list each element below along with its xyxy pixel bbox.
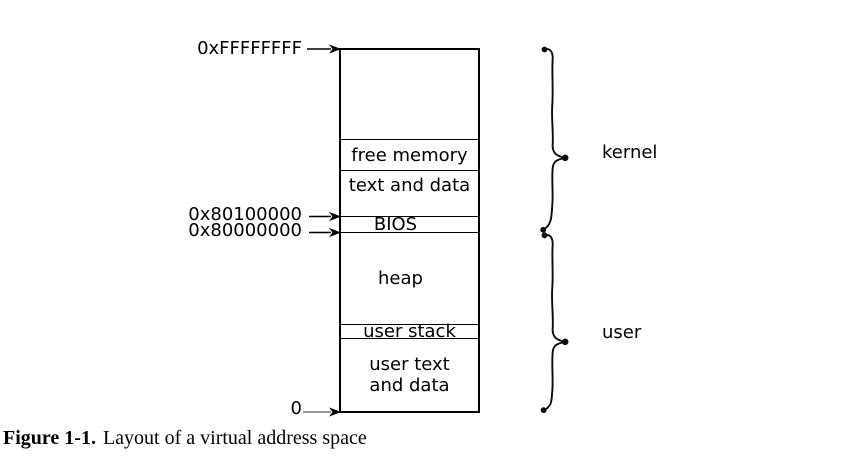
segment-free-memory-label: free memory bbox=[351, 144, 468, 166]
segment-user-text-and-data: user text and data bbox=[341, 339, 478, 411]
segment-heap: heap bbox=[341, 233, 478, 325]
segment-free-memory: free memory bbox=[341, 140, 478, 171]
arrow-0xffffffff-icon bbox=[307, 44, 341, 54]
caption-figure-number: Figure 1-1. bbox=[3, 427, 96, 449]
segment-text-and-data: text and data bbox=[341, 171, 478, 217]
segment-text-and-data-label: text and data bbox=[348, 175, 471, 196]
segment-unused bbox=[341, 50, 478, 140]
address-label-0xffffffff: 0xFFFFFFFF bbox=[197, 38, 302, 59]
memory-box: free memory text and data BIOS heap user… bbox=[339, 48, 480, 413]
figure-caption: Figure 1-1. Layout of a virtual address s… bbox=[3, 426, 367, 450]
address-label-0x80100000: 0x80100000 bbox=[188, 204, 302, 225]
arrow-0x80100000-icon bbox=[309, 211, 341, 222]
kernel-label: kernel bbox=[602, 142, 658, 163]
segment-heap-label: heap bbox=[378, 268, 423, 289]
segment-user-stack: user stack bbox=[341, 321, 478, 342]
segment-bios-label: BIOS bbox=[373, 214, 418, 235]
user-brace-icon bbox=[540, 232, 569, 414]
kernel-brace-icon bbox=[540, 46, 569, 233]
segment-user-text-and-data-label: user text and data bbox=[369, 354, 450, 396]
user-label: user bbox=[602, 322, 642, 343]
address-label-0x80000000: 0x80000000 bbox=[188, 220, 302, 241]
arrow-0x80000000-icon bbox=[309, 227, 341, 238]
caption-text: Layout of a virtual address space bbox=[102, 427, 367, 449]
segment-user-stack-label: user stack bbox=[363, 321, 456, 342]
segment-bios: BIOS bbox=[341, 214, 478, 235]
address-label-zero: 0 bbox=[290, 398, 302, 419]
arrow-zero-icon bbox=[303, 407, 341, 417]
